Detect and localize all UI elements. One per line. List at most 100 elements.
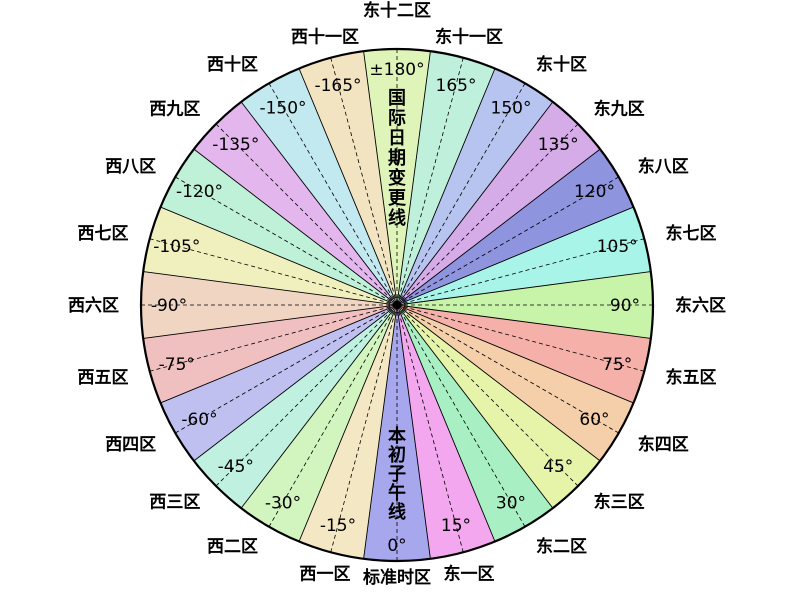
- zone-sector: [241, 305, 397, 542]
- zone-sector: [143, 305, 397, 403]
- zone-name-label: 东四区: [638, 434, 689, 455]
- meridian-center-line: [330, 57, 398, 306]
- degree-label: -15°: [320, 516, 356, 536]
- zone-name-label: 西十一区: [291, 27, 359, 48]
- meridian-center-line: [396, 83, 526, 306]
- zone-boundary-line: [298, 68, 398, 306]
- meridian-center-line: [175, 176, 398, 306]
- zone-boundary-line: [396, 206, 634, 306]
- zone-boundary-line: [193, 148, 398, 306]
- zone-name-label: 西九区: [149, 99, 200, 119]
- degree-label: -120°: [176, 182, 223, 202]
- degree-label: 120°: [574, 182, 615, 202]
- degree-labels: 15°30°45°60°75°90°105°120°135°150°165°-1…: [151, 60, 640, 556]
- meridian-center-line: [396, 304, 579, 487]
- zone-name-label: 东六区: [675, 295, 726, 316]
- degree-label: -135°: [212, 135, 259, 155]
- zone-name-label: 东十一区: [435, 27, 503, 48]
- meridian-center-line: [396, 176, 619, 306]
- zone-sector: [397, 149, 634, 305]
- globe-rim: [139, 47, 655, 563]
- zone-name-label: 西八区: [105, 157, 156, 177]
- zone-name-label: 东五区: [666, 367, 717, 388]
- zone-sector: [397, 207, 651, 305]
- zone-sectors: [141, 49, 653, 561]
- zone-boundary-line: [396, 304, 496, 542]
- degree-label: -165°: [314, 76, 361, 96]
- meridian-center-line: [396, 304, 645, 372]
- meridian-lines: [141, 49, 653, 561]
- degree-label: 15°: [441, 516, 471, 536]
- zone-boundary-line: [396, 148, 601, 306]
- degree-label: -75°: [159, 355, 195, 375]
- zone-sector: [397, 68, 553, 306]
- zone-boundary-line: [396, 304, 651, 339]
- zone-sector: [241, 68, 397, 306]
- degree-label: 105°: [597, 237, 638, 257]
- zone-name-label: 西五区: [78, 368, 129, 388]
- meridian-center-line: [396, 304, 526, 527]
- meridian-center-line: [215, 123, 398, 306]
- zone-boundary-line: [396, 68, 496, 306]
- degree-label: ±180°: [369, 60, 424, 80]
- zone-sector: [397, 305, 553, 542]
- zone-boundary-line: [160, 304, 398, 404]
- zone-sector: [397, 305, 495, 559]
- zone-boundary-line: [298, 304, 398, 542]
- degree-label: 165°: [436, 76, 477, 96]
- degree-label: -105°: [153, 237, 200, 257]
- degree-label: -45°: [218, 457, 254, 477]
- degree-label: -30°: [265, 494, 301, 514]
- degree-label: 0°: [387, 536, 406, 556]
- zone-name-label: 西十区: [207, 54, 258, 75]
- zone-boundary-line: [363, 51, 398, 306]
- zone-name-label: 东一区: [444, 564, 495, 585]
- zone-boundary-line: [396, 101, 554, 306]
- zone-name-label: 西四区: [105, 435, 156, 455]
- degree-label: -90°: [151, 296, 187, 316]
- zone-boundary-line: [396, 304, 634, 404]
- zone-boundary-line: [193, 304, 398, 462]
- zone-name-label: 西六区: [68, 295, 119, 316]
- zone-name-label: 东七区: [666, 223, 717, 244]
- degree-label: 60°: [579, 410, 609, 430]
- degree-label: 30°: [496, 494, 526, 514]
- zone-sector: [143, 207, 397, 305]
- meridian-center-line: [330, 304, 398, 553]
- meridian-center-line: [396, 57, 464, 306]
- international-date-line-label: 国际日期变更线: [388, 88, 407, 229]
- zone-boundary-line: [143, 304, 398, 339]
- zone-name-label: 标准时区: [363, 567, 431, 588]
- zone-name-label: 东二区: [536, 536, 587, 557]
- zone-boundary-line: [396, 271, 651, 306]
- degree-label: 135°: [538, 135, 579, 155]
- zone-boundary-line: [396, 304, 554, 509]
- degree-label: 150°: [491, 99, 532, 119]
- zone-sector: [160, 305, 397, 461]
- degree-label: -150°: [259, 99, 306, 119]
- degree-label: -60°: [181, 410, 217, 430]
- zone-boundary-line: [143, 271, 398, 306]
- zone-boundary-line: [160, 206, 398, 306]
- zone-sector: [299, 51, 397, 305]
- zone-name-label: 西二区: [207, 537, 258, 557]
- meridian-center-line: [268, 304, 398, 527]
- degree-label: 75°: [602, 355, 632, 375]
- meridian-center-line: [396, 304, 619, 434]
- zone-sector: [397, 51, 495, 305]
- zone-boundary-line: [363, 304, 398, 559]
- zone-name-label: 东九区: [594, 98, 645, 119]
- zone-boundary-line: [396, 304, 601, 462]
- zone-name-label: 东八区: [638, 156, 689, 177]
- zone-name-label: 西七区: [78, 224, 129, 244]
- zone-name-label: 东十区: [536, 54, 587, 75]
- meridian-center-line: [215, 304, 398, 487]
- zone-labels: 标准时区东一区 东二区 东三区 东四区 东五区 东六区 东七区 东八区 东九区 东十区 东十一区东十…: [68, 0, 726, 588]
- zone-boundary-line: [396, 304, 431, 559]
- zone-name-label: 东三区: [594, 492, 645, 513]
- zone-name-label: 东十二区: [363, 0, 431, 21]
- degree-label: 90°: [610, 296, 640, 316]
- meridian-center-line: [149, 238, 398, 306]
- zone-sector: [160, 149, 397, 305]
